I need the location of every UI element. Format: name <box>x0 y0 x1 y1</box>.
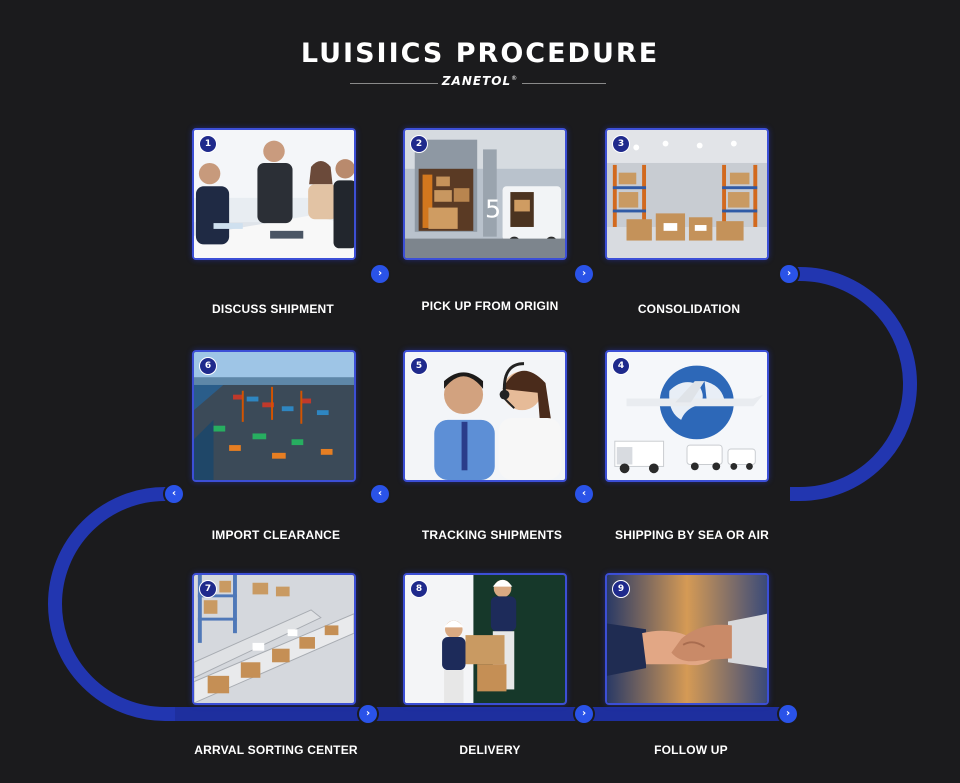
step-2-number: 2 <box>410 135 428 153</box>
step-3-number: 3 <box>612 135 630 153</box>
step-6-number: 6 <box>199 357 217 375</box>
arrow-left-node[interactable]: ‹ <box>371 485 389 503</box>
step-6-card: 6 <box>192 350 356 482</box>
step-5-label: TRACKING SHIPMENTS <box>382 528 602 542</box>
step-9-number: 9 <box>612 580 630 598</box>
step-4-label: SHIPPING BY SEA OR AIR <box>582 528 802 542</box>
step-7-label: ARRVAL SORTING CENTER <box>166 743 386 757</box>
arrow-left-node[interactable]: ‹ <box>575 485 593 503</box>
step-7-number: 7 <box>199 580 217 598</box>
step-9-card: 9 <box>605 573 769 705</box>
path-curve-right <box>790 274 910 494</box>
step-6-label: IMPORT CLEARANCE <box>166 528 386 542</box>
arrow-right-node[interactable]: › <box>780 265 798 283</box>
step-3-label: CONSOLIDATION <box>579 302 799 316</box>
loading-dock-van-photo: 5 <box>405 130 565 258</box>
step-1-card: 1 <box>192 128 356 260</box>
step-1-label: DISCUSS SHIPMENT <box>163 302 383 316</box>
step-4-card: 4 <box>605 350 769 482</box>
step-3-card: 3 <box>605 128 769 260</box>
arrow-right-node[interactable]: › <box>371 265 389 283</box>
business-meeting-photo <box>194 130 354 258</box>
arrow-left-node[interactable]: ‹ <box>165 485 183 503</box>
container-port-photo <box>194 352 354 480</box>
call-center-agents-photo <box>405 352 565 480</box>
warehouse-racks-photo <box>607 130 767 258</box>
step-2-label: PICK UP FROM ORIGIN <box>380 299 600 313</box>
step-4-number: 4 <box>612 357 630 375</box>
arrow-right-node[interactable]: › <box>779 705 797 723</box>
arrow-right-node[interactable]: › <box>575 705 593 723</box>
arrow-right-node[interactable]: › <box>575 265 593 283</box>
path-curve-left <box>55 494 175 714</box>
step-8-number: 8 <box>410 580 428 598</box>
step-2-card: 5 2 <box>403 128 567 260</box>
step-7-card: 7 <box>192 573 356 705</box>
step-5-number: 5 <box>410 357 428 375</box>
handshake-photo <box>607 575 767 703</box>
step-9-label: FOLLOW UP <box>581 743 801 757</box>
conveyor-sorting-photo <box>194 575 354 703</box>
step-8-card: 8 <box>403 573 567 705</box>
step-1-number: 1 <box>199 135 217 153</box>
svg-text:5: 5 <box>485 194 501 223</box>
step-5-card: 5 <box>403 350 567 482</box>
globe-plane-trucks-photo <box>607 352 767 480</box>
workers-unloading-truck-photo <box>405 575 565 703</box>
arrow-right-node[interactable]: › <box>359 705 377 723</box>
step-8-label: DELIVERY <box>380 743 600 757</box>
